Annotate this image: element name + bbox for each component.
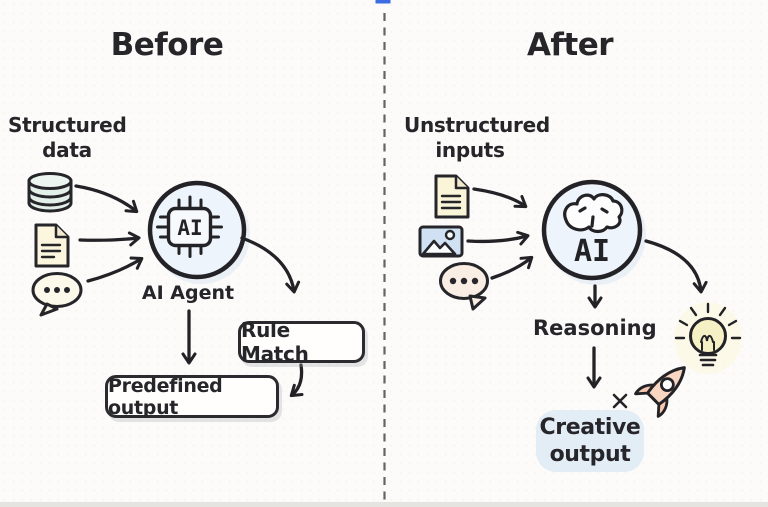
sparkle-icon bbox=[612, 393, 628, 409]
brain-icon bbox=[563, 193, 624, 234]
ai-chip-label: AI bbox=[177, 216, 202, 240]
structured-data-label: Structured data bbox=[8, 113, 127, 163]
rule-match-label: Rule Match bbox=[241, 318, 309, 366]
arrow-rulematch-to-predefined bbox=[289, 363, 304, 398]
database-icon bbox=[27, 172, 73, 213]
image-icon bbox=[418, 225, 464, 258]
rule-match-box: Rule Match bbox=[238, 318, 365, 366]
creative-output-line2: output bbox=[549, 442, 631, 467]
arrow-ai-to-rulematch bbox=[240, 236, 301, 294]
arrow-ai-to-lightbulb bbox=[644, 239, 708, 294]
rocket-icon bbox=[634, 366, 686, 418]
reasoning-label: Reasoning bbox=[533, 316, 657, 340]
document-icon-after bbox=[434, 174, 470, 219]
structured-data-line1: Structured bbox=[8, 113, 127, 137]
bottom-strip bbox=[0, 502, 768, 507]
predefined-output-label: Predefined output bbox=[108, 374, 223, 419]
ai-agent-caption: AI Agent bbox=[141, 282, 235, 304]
arrow-image-to-ai bbox=[466, 230, 530, 246]
creative-output-line1: Creative bbox=[539, 415, 641, 440]
before-title: Before bbox=[110, 27, 224, 63]
arrow-chat-to-ai-after bbox=[490, 255, 534, 280]
arrow-chat-to-ai bbox=[86, 256, 144, 283]
structured-data-line2: data bbox=[42, 138, 92, 162]
lightbulb-icon bbox=[674, 302, 742, 374]
chip-icon bbox=[156, 195, 223, 258]
after-title: After bbox=[526, 27, 614, 63]
ai-label: AI bbox=[574, 234, 610, 269]
chat-bubble-icon-after bbox=[439, 262, 489, 311]
arrow-document-to-ai bbox=[78, 231, 141, 247]
unstructured-inputs-label: Unstructured inputs bbox=[404, 113, 550, 163]
chat-bubble-icon bbox=[31, 272, 83, 317]
arrow-document-to-ai-after bbox=[472, 187, 528, 209]
accent-bar bbox=[375, 0, 391, 4]
unstructured-inputs-line1: Unstructured bbox=[404, 113, 550, 137]
ai-node-after: AI bbox=[541, 179, 646, 285]
ai-node-before: AI bbox=[147, 180, 250, 284]
predefined-output-box: Predefined output bbox=[105, 374, 279, 419]
creative-output-label: Creative output bbox=[536, 410, 644, 472]
unstructured-inputs-line2: inputs bbox=[435, 138, 505, 162]
arrow-database-to-ai bbox=[74, 184, 139, 214]
document-icon bbox=[34, 223, 70, 268]
